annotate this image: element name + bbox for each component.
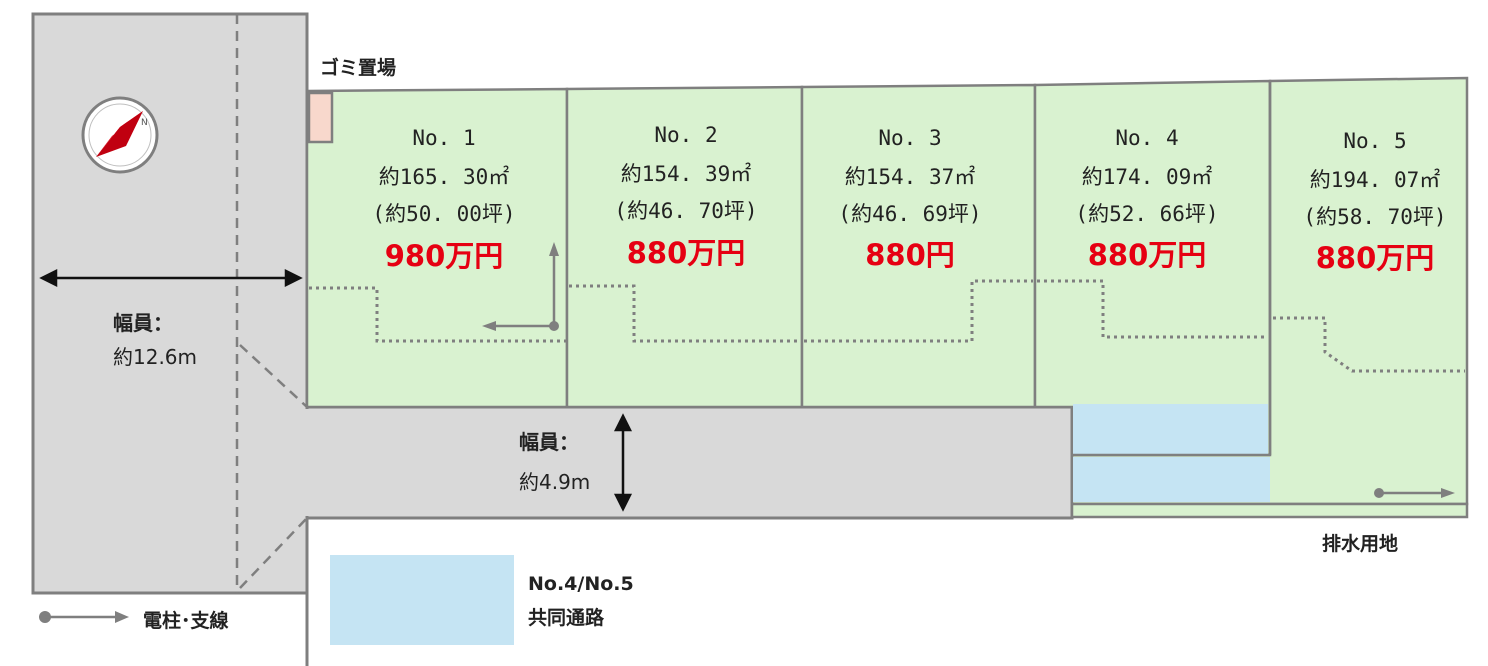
lot-number: No. 5 [1343,129,1406,153]
lot-area: 約165. 30㎡ [379,165,510,189]
north-compass-icon: N [81,96,159,174]
utility-pole-arrow-icon [1374,488,1455,498]
lot-tsubo: (約46. 69坪) [838,202,981,226]
lot-number: No. 4 [1115,126,1178,150]
main-road-width-arrow [39,268,303,288]
lot-3-label: No. 3 約154. 37㎡ (約46. 69坪) 880円 [838,126,981,272]
lot-tsubo: (約52. 66坪) [1075,202,1218,226]
legend-shared-path-line1: No.4/No.5 [528,573,634,595]
utility-pole-arrow-icon [482,242,559,331]
legend-pole-label: 電柱･支線 [143,609,229,632]
lot-5-label: No. 5 約194. 07㎡ (約58. 70坪) 880万円 [1303,129,1446,275]
lot-number: No. 3 [878,126,941,150]
shared-path-no4-area [1073,404,1268,455]
drainage-strip [1070,502,1469,519]
legend: 電柱･支線 No.4/No.5 共同通路 [39,555,634,645]
svg-text:N: N [141,118,148,128]
access-road [305,405,1074,520]
lot-price: 880万円 [627,236,746,270]
lot-area: 約154. 37㎡ [845,165,976,189]
lot-tsubo: (約58. 70坪) [1303,205,1446,229]
lot-price: 980万円 [385,239,504,273]
legend-shared-path-line2: 共同通路 [528,606,605,629]
lot-area: 約174. 09㎡ [1082,165,1213,189]
utility-pole-arrow-icon [39,611,129,623]
garbage-label: ゴミ置場 [320,56,396,79]
shared-path-no5-area [1073,457,1270,502]
drainage-label: 排水用地 [1322,532,1398,555]
lot-4-label: No. 4 約174. 09㎡ (約52. 66坪) 880万円 [1075,126,1218,272]
access-road-width-value: 約4.9m [519,470,590,494]
lot-number: No. 1 [412,126,475,150]
main-road-width-title: 幅員： [113,311,173,335]
lot-number: No. 2 [654,123,717,147]
garbage-area [307,91,334,144]
legend-shared-path-swatch [330,555,514,645]
access-road-width-arrow [613,413,633,512]
lot-area: 約194. 07㎡ [1310,168,1441,192]
access-road-width-title: 幅員： [519,430,579,454]
lot-price: 880万円 [1088,238,1207,272]
lot-price: 880万円 [1316,241,1435,275]
main-road [31,12,309,666]
lot-price: 880円 [865,238,955,272]
lots [305,76,1469,506]
dotted-boundaries [309,279,1465,373]
lot-1-label: No. 1 約165. 30㎡ (約50. 00坪) 980万円 [372,126,515,273]
lot-2-label: No. 2 約154. 39㎡ (約46. 70坪) 880万円 [614,123,757,270]
main-road-width-value: 約12.6m [113,345,197,369]
lot-tsubo: (約46. 70坪) [614,199,757,223]
lot-tsubo: (約50. 00坪) [372,202,515,226]
lot-area: 約154. 39㎡ [621,162,752,186]
